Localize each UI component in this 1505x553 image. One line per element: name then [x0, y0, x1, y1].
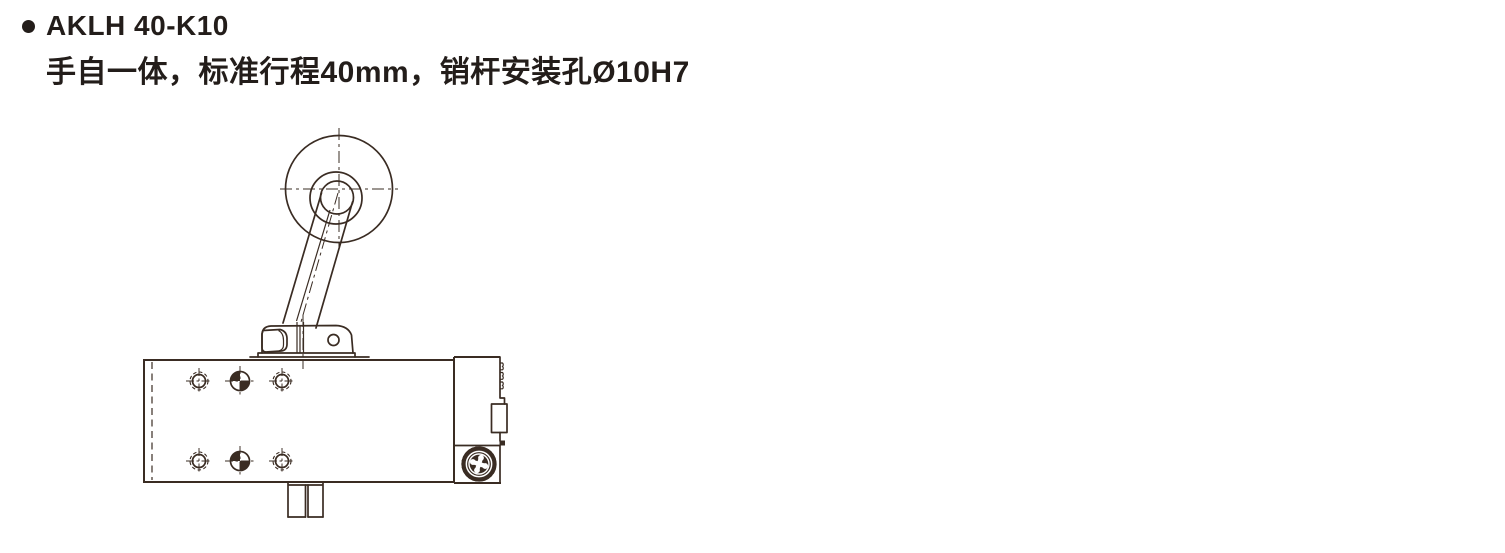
clamp-latch [261, 328, 288, 353]
adjust-screw-icon [461, 446, 497, 482]
product-description: 手自一体，标准行程40mm，销杆安装孔Ø10H7 [46, 56, 690, 89]
bottom-mount-tab [287, 481, 324, 518]
terminal-bumps [500, 362, 504, 390]
pivot-bracket [249, 315, 370, 369]
datum-target [225, 446, 255, 476]
mounting-hole [269, 368, 295, 394]
mounting-hole [269, 448, 295, 474]
corner-mark [499, 440, 505, 446]
bullet-icon [22, 20, 35, 33]
connector-tab [490, 403, 508, 434]
product-model: AKLH 40-K10 [46, 10, 229, 41]
mounting-hole [186, 448, 212, 474]
arm-centerline [300, 192, 339, 323]
valve-block [453, 356, 508, 484]
mounting-hole [186, 368, 212, 394]
datum-target [225, 366, 255, 396]
phillips-cross [469, 454, 489, 474]
bracket-hole [327, 333, 340, 347]
handle-knob [280, 128, 398, 249]
lever-arm [282, 192, 354, 329]
